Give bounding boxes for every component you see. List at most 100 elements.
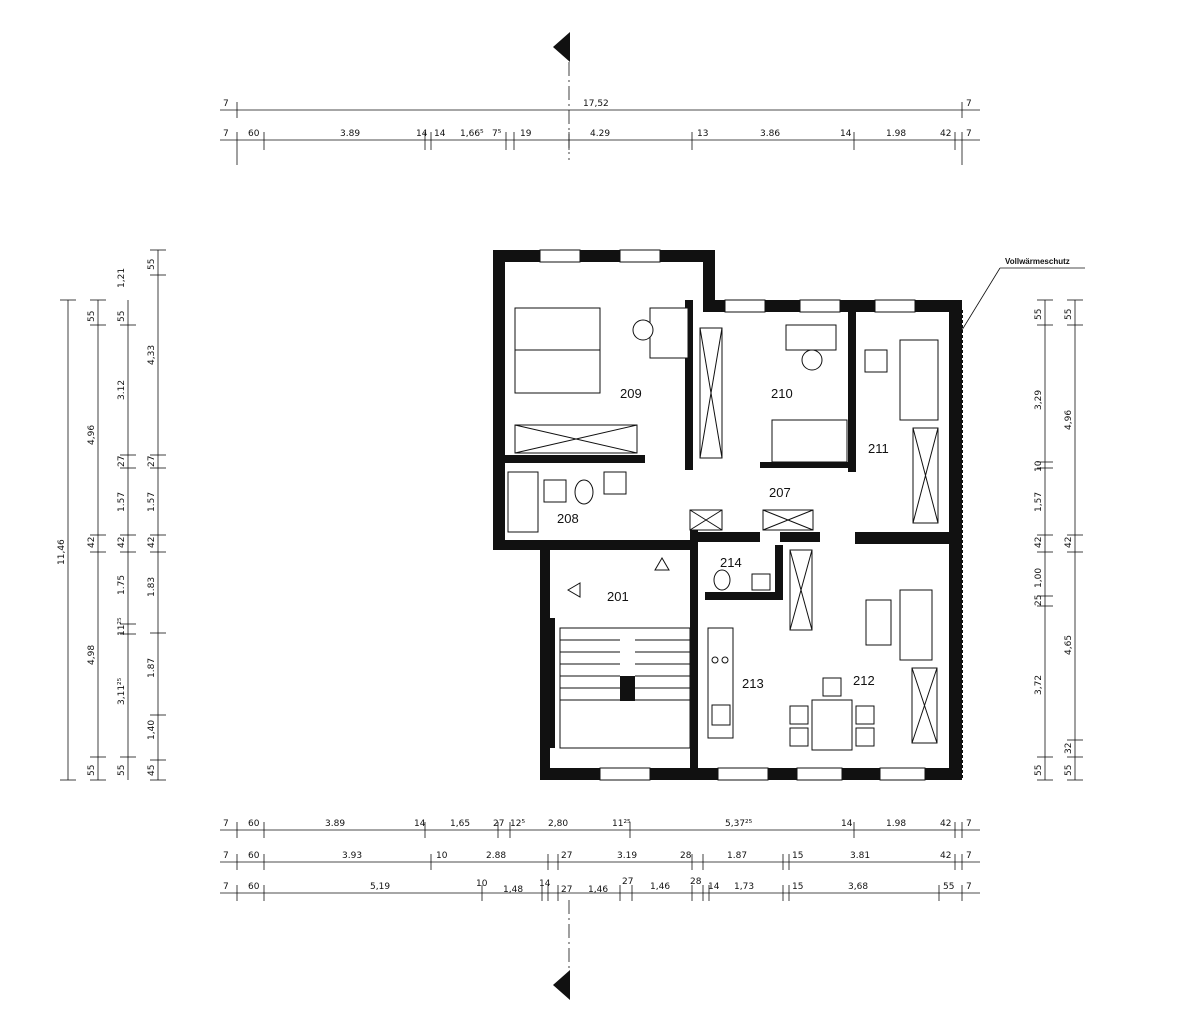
dim-label: 4,96 xyxy=(87,425,97,445)
dimension-chain-bottom-1: 7 60 3.89 14 1,65 27 12⁵ 2,80 11²⁵ 5,37²… xyxy=(220,819,980,838)
dim-label: 2.88 xyxy=(486,851,506,861)
dim-label: 14 xyxy=(708,882,720,892)
dim-label: 5,19 xyxy=(370,882,390,892)
dim-label: 7 xyxy=(223,129,229,139)
dim-label: 7 xyxy=(223,819,229,829)
furniture xyxy=(507,307,939,751)
dim-label: 13 xyxy=(697,129,708,139)
dim-label: 15 xyxy=(792,882,803,892)
dim-label: 55 xyxy=(87,765,97,776)
dim-label: 1,40 xyxy=(147,720,157,740)
dim-label: 27 xyxy=(493,819,504,829)
room-210-label: 210 xyxy=(771,386,793,401)
dim-label: 28 xyxy=(680,851,692,861)
room-201-label: 201 xyxy=(607,589,629,604)
room-209-label: 209 xyxy=(620,386,642,401)
dim-label: 4,65 xyxy=(1064,635,1074,655)
dim-label: 32 xyxy=(1064,743,1074,754)
dim-label: 3,68 xyxy=(848,882,868,892)
dim-label: 3.86 xyxy=(760,129,780,139)
dim-label: 60 xyxy=(248,851,260,861)
insulation-annotation: Vollwärmeschutz xyxy=(961,257,1085,331)
dim-label: 7 xyxy=(223,99,229,109)
dim-label: 11,46 xyxy=(57,539,67,565)
building-walls xyxy=(493,249,963,781)
dim-label: 4.29 xyxy=(590,129,610,139)
dim-label: 60 xyxy=(248,819,260,829)
dim-label: 2,80 xyxy=(548,819,568,829)
dim-label: 3,72 xyxy=(1034,675,1044,695)
dim-label: 55 xyxy=(1034,765,1044,776)
room-212-label: 212 xyxy=(853,673,875,688)
room-211-label: 211 xyxy=(868,441,889,456)
room-208-label: 208 xyxy=(557,511,579,526)
dim-label: 15 xyxy=(792,851,803,861)
dim-label: 17,52 xyxy=(583,99,609,109)
dim-label: 10 xyxy=(1034,460,1044,472)
dim-label: 1.98 xyxy=(886,129,906,139)
dim-label: 7 xyxy=(966,129,972,139)
dimension-chain-left-right: 55 1,21 4,33 27 1.57 42 1.83 1.87 1,40 4… xyxy=(117,249,166,781)
dim-label: 55 xyxy=(117,311,127,322)
dim-label: 27 xyxy=(561,885,572,895)
dim-label: 42 xyxy=(1064,537,1074,548)
dim-label: 42 xyxy=(940,819,951,829)
dim-label: 45 xyxy=(147,765,157,776)
dim-label: 3.93 xyxy=(342,851,362,861)
dim-label: 4,96 xyxy=(1064,410,1074,430)
dim-label: 42 xyxy=(940,851,951,861)
dim-label: 42 xyxy=(117,537,127,548)
dim-label: 1.98 xyxy=(886,819,906,829)
dim-label: 27 xyxy=(147,456,157,467)
dim-label: 3,11²⁵ xyxy=(117,677,127,705)
dim-label: 14 xyxy=(539,879,551,889)
dim-label: 4,33 xyxy=(147,345,157,365)
dim-label: 3,29 xyxy=(1034,390,1044,410)
dim-label: 60 xyxy=(248,882,260,892)
dim-label: 14 xyxy=(416,129,428,139)
dim-label: 1.57 xyxy=(147,492,157,512)
dim-label: 27 xyxy=(622,877,633,887)
dim-label: 1.57 xyxy=(117,492,127,512)
room-214-label: 214 xyxy=(720,555,742,570)
dim-label: 1,57 xyxy=(1034,492,1044,512)
dim-label: 55 xyxy=(87,311,97,322)
dim-label: 4,98 xyxy=(87,645,97,665)
dim-label: 10 xyxy=(436,851,448,861)
dimension-chain-top-total: 7 17,52 7 xyxy=(220,99,980,118)
dim-label: 55 xyxy=(1034,309,1044,320)
dim-label: 55 xyxy=(943,882,954,892)
dim-label: 19 xyxy=(520,129,532,139)
dim-label: 7 xyxy=(966,99,972,109)
dim-label: 55 xyxy=(147,259,157,270)
dim-label: 7 xyxy=(966,851,972,861)
dim-label: 3.12 xyxy=(117,380,127,400)
dim-label: 1.75 xyxy=(117,575,127,595)
dimension-chain-bottom-3: 7 60 5,19 10 1,48 14 27 1,46 27 1,46 28 … xyxy=(220,877,980,901)
dim-label: 55 xyxy=(1064,309,1074,320)
dim-label: 3.19 xyxy=(617,851,637,861)
dim-label: 27 xyxy=(561,851,572,861)
dim-label: 7 xyxy=(966,819,972,829)
room-213-label: 213 xyxy=(742,676,764,691)
dim-label: 42 xyxy=(147,537,157,548)
dim-label: 7 xyxy=(223,851,229,861)
dimension-chain-bottom-2: 7 60 3.93 10 2.88 27 3.19 28 1.87 15 3.8… xyxy=(220,851,980,870)
dim-label: 14 xyxy=(841,819,853,829)
dim-label: 14 xyxy=(414,819,426,829)
dimension-chain-left-outer: 11,46 xyxy=(57,299,76,781)
dim-label: 11²⁵ xyxy=(117,617,127,636)
dim-label: 28 xyxy=(690,877,702,887)
dim-label: 10 xyxy=(476,879,488,889)
dim-label: 7 xyxy=(966,882,972,892)
dim-label: 42 xyxy=(1034,537,1044,548)
dim-label: 42 xyxy=(87,537,97,548)
dimension-chain-left-mid: 55 4,96 42 4,98 55 xyxy=(87,299,106,781)
dim-label: 42 xyxy=(940,129,951,139)
dim-label: 5,37²⁵ xyxy=(725,819,753,829)
dimension-chain-left-inner: 55 3.12 27 1.57 42 1.75 11²⁵ 3,11²⁵ 55 xyxy=(117,300,136,780)
dim-label: 1,21 xyxy=(117,268,127,288)
dim-label: 27 xyxy=(117,456,127,467)
section-marker-top xyxy=(553,32,570,160)
dim-label: 11²⁵ xyxy=(612,819,631,829)
